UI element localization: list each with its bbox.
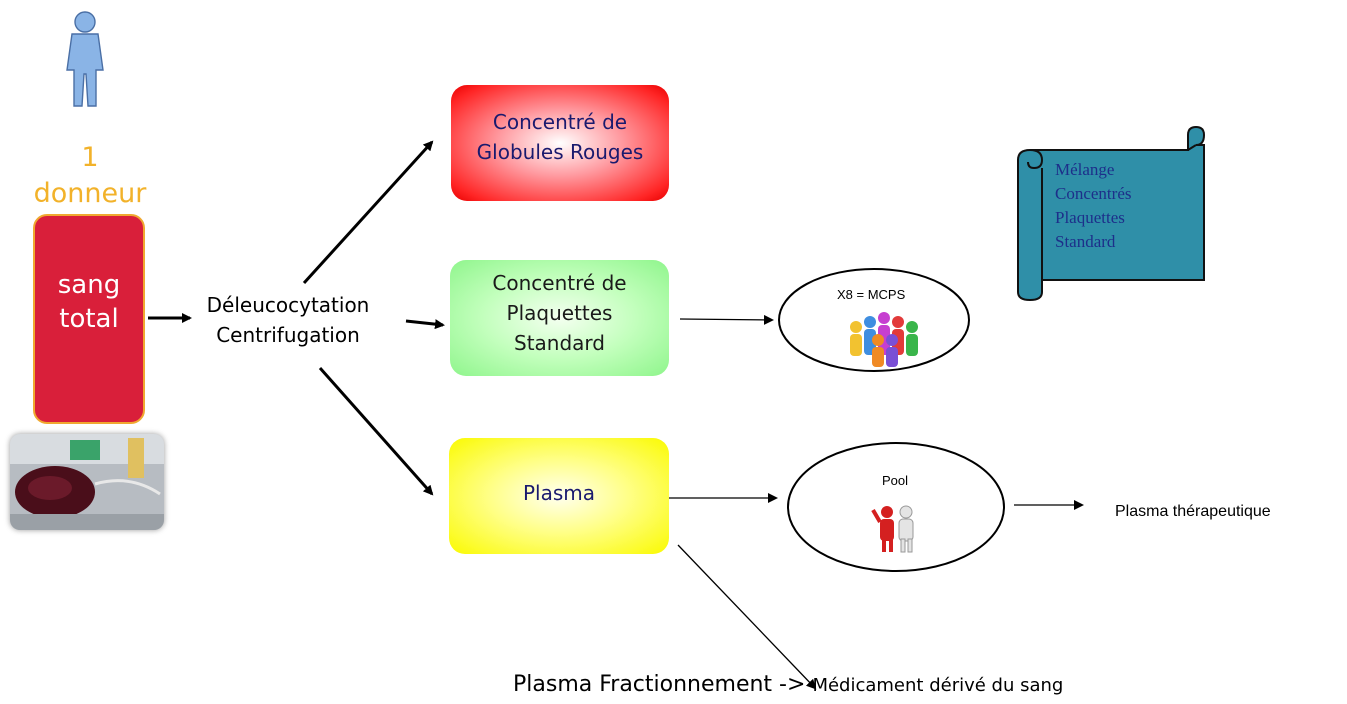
- process-deleucocytation: Déleucocytation: [206, 293, 370, 317]
- scroll-line1: Mélange: [1055, 160, 1115, 179]
- scroll-line2: Concentrés: [1055, 184, 1132, 203]
- plasma-pool-label: Pool: [882, 473, 909, 488]
- blood-bag-image: [10, 434, 164, 530]
- derived-drug-label: Médicament dérivé du sang: [812, 675, 1064, 696]
- platelets-box: Concentré de Plaquettes Standard: [450, 260, 669, 376]
- platelet-pool-label: X8 = MCPS: [837, 287, 906, 302]
- platelets-label-line2: Plaquettes: [506, 301, 613, 325]
- donor-count: 1 donneur: [20, 140, 160, 212]
- fractionation-label: Plasma Fractionnement ->: [513, 672, 806, 697]
- plasma-box: Plasma: [449, 438, 669, 554]
- whole-blood-label: sang total: [57, 270, 121, 334]
- scroll-shape: [1017, 125, 1206, 302]
- whole-blood-box: sang total: [33, 214, 145, 424]
- platelets-label-line1: Concentré de: [492, 271, 627, 295]
- arrow-plasma-to-fractionation: [677, 544, 817, 690]
- red-cells-box: Concentré de Globules Rouges: [451, 85, 669, 201]
- red-cells-label: Concentré de Globules Rouges: [476, 110, 644, 164]
- process-centrifugation: Centrifugation: [216, 323, 360, 347]
- group-people-icon: [850, 312, 918, 367]
- fractionation-line: Plasma Fractionnement -> Médicament déri…: [513, 672, 1063, 697]
- arrow-to-red-cells: [302, 140, 434, 285]
- arrow-to-plasma: [318, 367, 434, 496]
- scroll-line3: Plaquettes: [1055, 208, 1125, 227]
- arrow-platelets-to-pool: [679, 314, 774, 325]
- two-people-icon: [871, 505, 914, 553]
- processing-step: Déleucocytation Centrifugation: [178, 290, 398, 350]
- scroll-text: Mélange Concentrés Plaquettes Standard: [1055, 158, 1131, 254]
- donor-number: 1: [81, 142, 99, 173]
- platelets-label-line3: Standard: [514, 331, 605, 355]
- therapeutic-plasma-label: Plasma thérapeutique: [1115, 503, 1271, 520]
- scroll-line4: Standard: [1055, 232, 1116, 251]
- plasma-pool-ellipse: [787, 442, 1005, 572]
- donor-person-icon: [66, 11, 104, 107]
- donor-label: donneur: [33, 178, 147, 209]
- arrow-to-platelets: [405, 319, 445, 330]
- blood-bag-photo: [10, 434, 164, 530]
- plasma-label: Plasma: [522, 481, 596, 505]
